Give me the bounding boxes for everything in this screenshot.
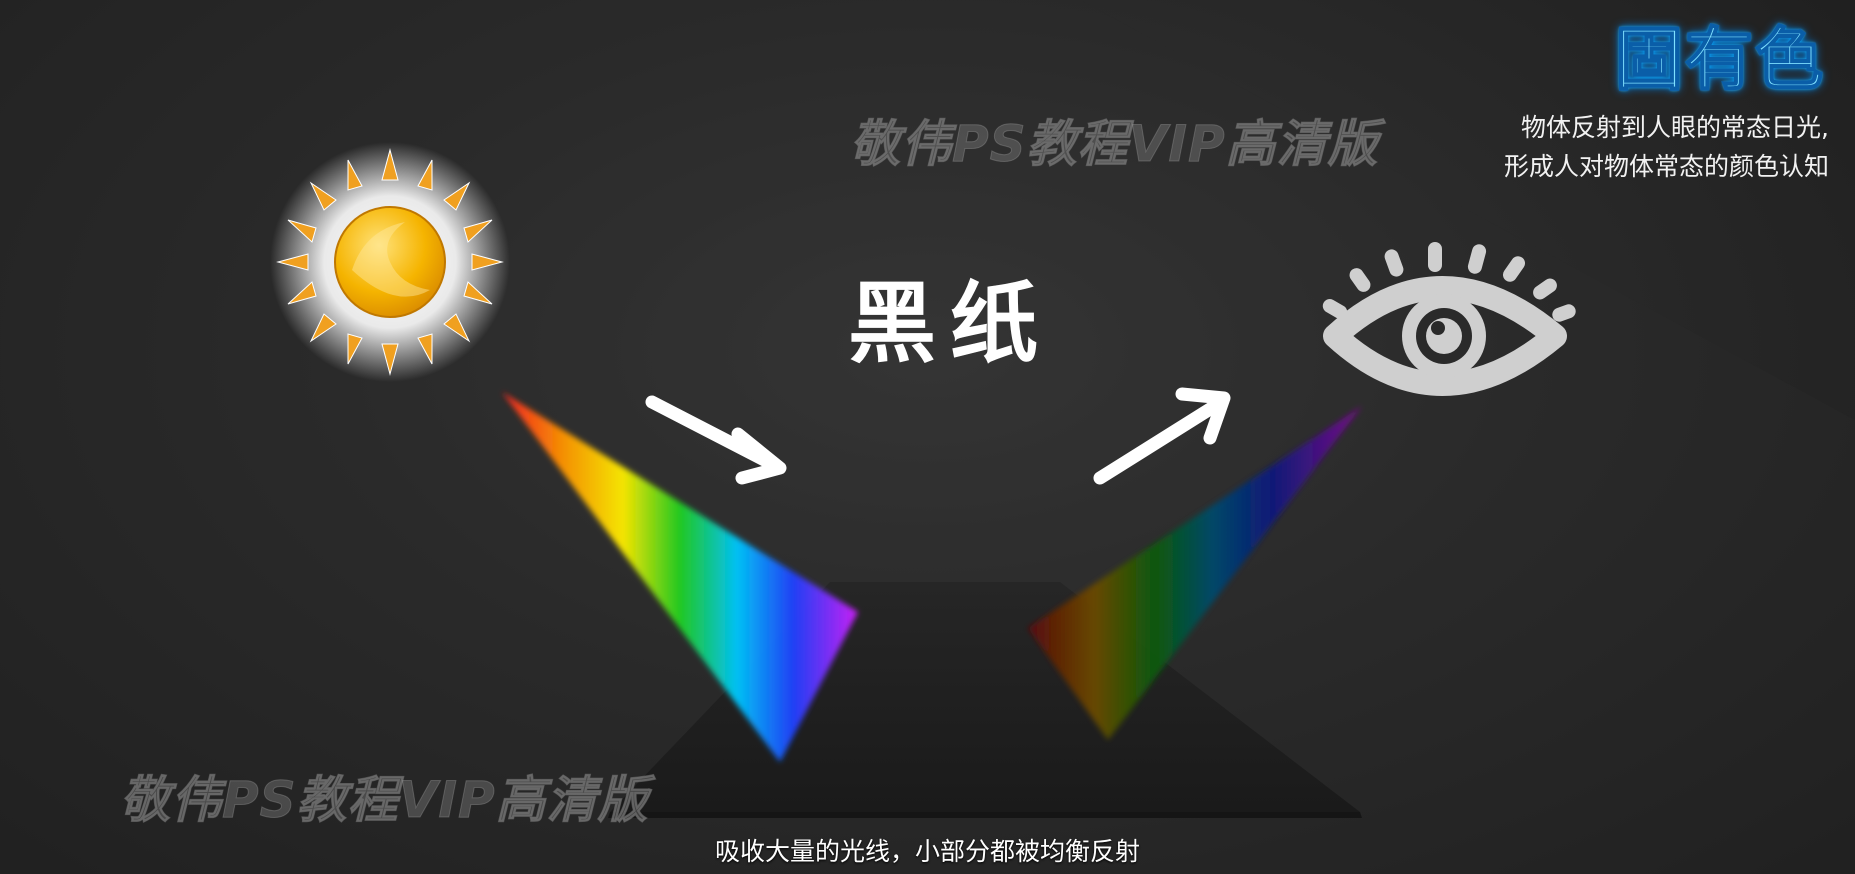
eye-icon bbox=[1322, 242, 1576, 396]
arrow-down-right-icon bbox=[645, 395, 787, 485]
reflected-light-beam bbox=[1028, 406, 1362, 740]
description-line-1: 物体反射到人眼的常态日光, bbox=[1521, 113, 1829, 142]
slide-title: 固有色 bbox=[1614, 20, 1825, 101]
incoming-light-beam bbox=[502, 392, 858, 762]
object-label: 黑纸 bbox=[848, 272, 1053, 375]
description: 物体反射到人眼的常态日光, 形成人对物体常态的颜色认知 bbox=[1409, 108, 1829, 186]
subtitle-caption: 吸收大量的光线，小部分都被均衡反射 bbox=[714, 837, 1140, 866]
arrow-up-right-icon bbox=[1093, 387, 1231, 485]
paper-shadow bbox=[608, 812, 1362, 818]
sun-icon bbox=[270, 142, 510, 382]
description-line-2: 形成人对物体常态的颜色认知 bbox=[1503, 152, 1829, 181]
watermark-top: 敬伟PS教程VIP高清版 bbox=[850, 115, 1379, 174]
watermark-bottom: 敬伟PS教程VIP高清版 bbox=[120, 771, 649, 830]
